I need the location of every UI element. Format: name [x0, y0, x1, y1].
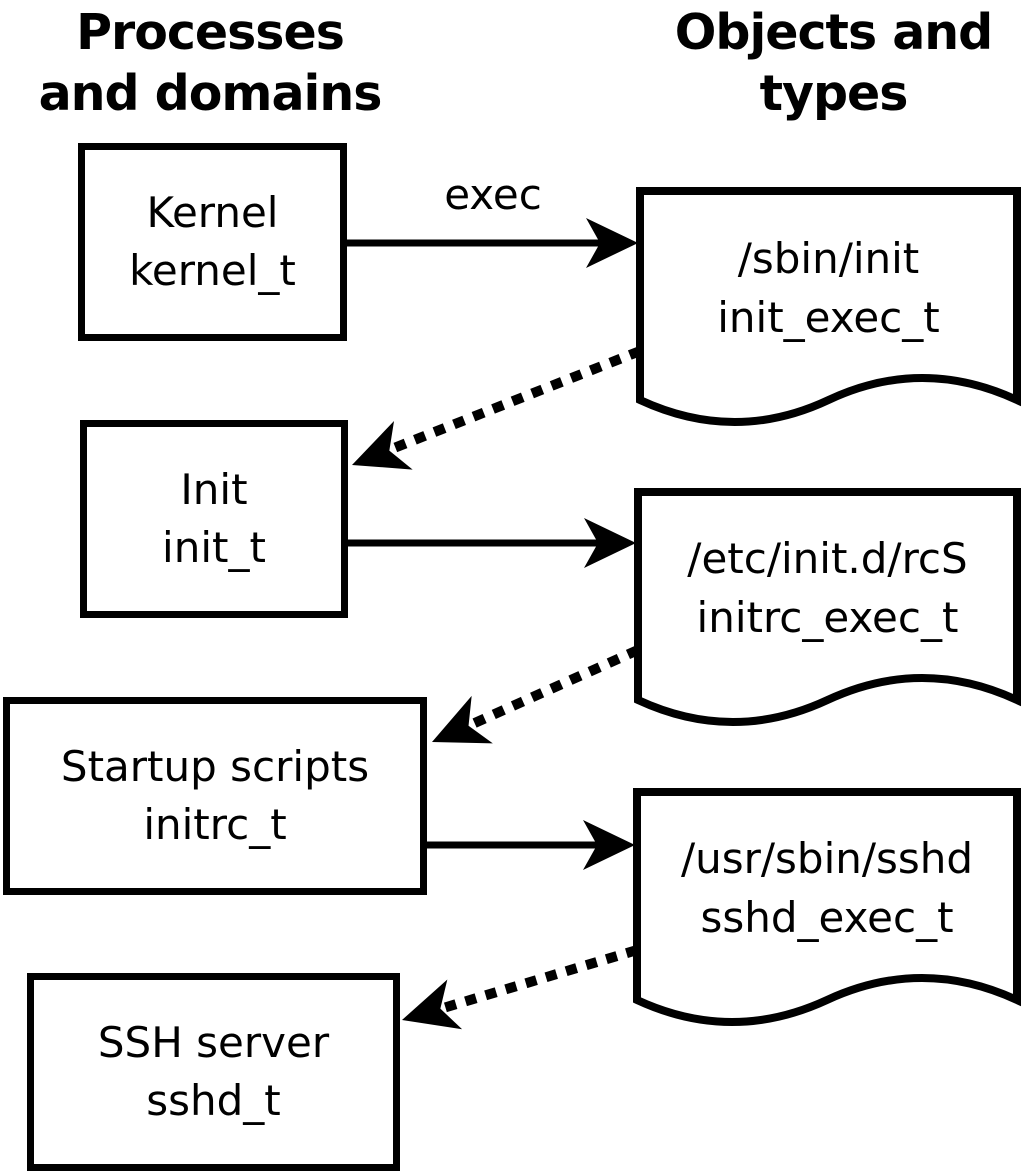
header-line: types [759, 65, 909, 122]
dotted-arrowhead-init-icon [352, 421, 413, 470]
exec-arrowhead-initrc-icon [583, 820, 635, 870]
header-line: Objects and [674, 4, 993, 61]
object-path: /usr/sbin/sshd [680, 834, 974, 883]
process-domain-type: kernel_t [129, 246, 296, 295]
process-name: Startup scripts [60, 742, 370, 791]
object-type: initrc_exec_t [696, 593, 959, 642]
process-box-kernel: Kernel kernel_t [78, 143, 347, 341]
process-name: SSH server [97, 1018, 330, 1067]
process-box-startup-scripts: Startup scripts initrc_t [3, 697, 427, 895]
dotted-transition-line-initrc [465, 645, 641, 731]
document-shape-usr-sbin-sshd [633, 788, 1021, 1026]
dotted-transition-line-sshd [438, 945, 639, 1014]
exec-arrowhead-init-icon [584, 518, 636, 568]
object-doc-label-etc-initd-rcs: /etc/init.d/rcS initrc_exec_t [638, 492, 1017, 700]
object-doc-label-sbin-init: /sbin/init init_exec_t [640, 191, 1017, 400]
header-line: and domains [38, 65, 383, 122]
object-type: sshd_exec_t [700, 893, 954, 942]
dotted-transition-line-init [387, 346, 642, 455]
object-path: /etc/init.d/rcS [687, 534, 968, 583]
process-domain-type: init_t [162, 523, 266, 572]
header-line: Processes [76, 4, 345, 61]
process-domain-type: sshd_t [146, 1076, 281, 1125]
process-box-ssh-server: SSH server sshd_t [27, 973, 400, 1171]
column-header-processes: Processes and domains [15, 2, 405, 124]
exec-arrowhead-kernel-icon [586, 218, 638, 268]
dotted-arrowhead-sshd-icon [402, 979, 463, 1030]
exec-arrow-label: exec [444, 170, 542, 219]
process-name: Kernel [146, 188, 279, 237]
object-type: init_exec_t [717, 292, 940, 342]
column-header-objects: Objects and types [640, 2, 1024, 124]
process-name: Init [180, 465, 248, 514]
dotted-arrowhead-initrc-icon [432, 695, 493, 744]
document-shape-etc-initd-rcs [634, 488, 1021, 726]
object-doc-label-usr-sbin-sshd: /usr/sbin/sshd sshd_exec_t [637, 792, 1017, 1000]
process-box-init: Init init_t [80, 420, 348, 618]
document-shape-sbin-init [636, 187, 1021, 426]
object-path: /sbin/init [737, 233, 920, 283]
process-domain-type: initrc_t [143, 800, 287, 849]
